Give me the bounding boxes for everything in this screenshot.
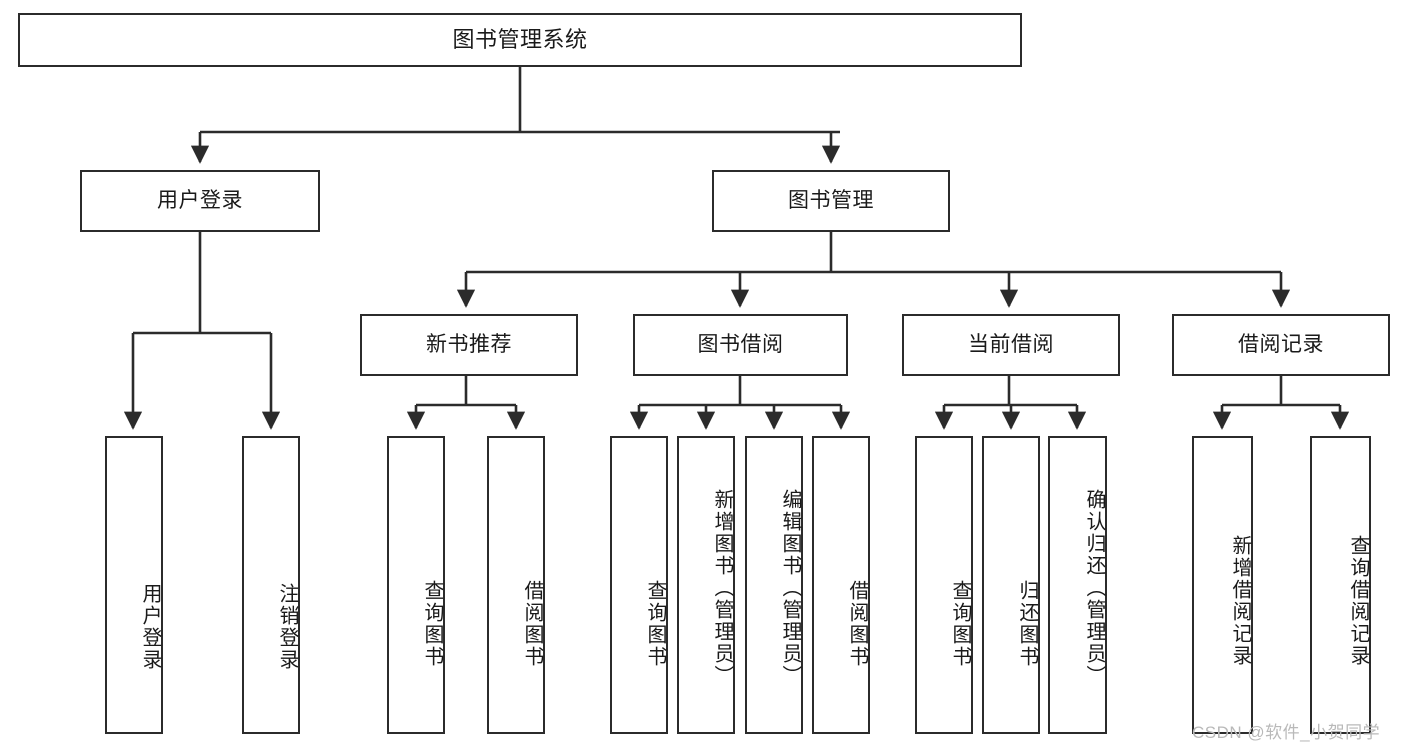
node-label: 借阅图书 [846, 580, 868, 668]
node-label: 新增图书（管理员） [711, 489, 733, 687]
node-label: 图书管理系统 [452, 27, 588, 53]
node-label: 用户登录 [157, 188, 243, 212]
node-leaf-query-books-borrow[interactable]: 查询图书 [610, 436, 668, 734]
node-new-book-recommend[interactable]: 新书推荐 [360, 314, 578, 376]
node-leaf-query-books-current[interactable]: 查询图书 [915, 436, 973, 734]
node-label: 图书管理 [788, 188, 874, 212]
node-label: 查询图书 [644, 580, 666, 668]
node-root-system[interactable]: 图书管理系统 [18, 13, 1022, 67]
node-leaf-return-book[interactable]: 归还图书 [982, 436, 1040, 734]
node-leaf-query-books-recommend[interactable]: 查询图书 [387, 436, 445, 734]
node-leaf-logout[interactable]: 注销登录 [242, 436, 300, 734]
node-label: 编辑图书（管理员） [779, 489, 801, 687]
node-label: 用户登录 [139, 583, 161, 671]
node-book-borrow[interactable]: 图书借阅 [633, 314, 848, 376]
node-leaf-confirm-return-admin[interactable]: 确认归还（管理员） [1048, 436, 1107, 734]
node-label: 查询图书 [949, 580, 971, 668]
csdn-watermark: CSDN @软件_小贺同学 [1192, 723, 1381, 742]
node-leaf-edit-book-admin[interactable]: 编辑图书（管理员） [745, 436, 803, 734]
node-leaf-borrow-book[interactable]: 借阅图书 [812, 436, 870, 734]
node-label: 注销登录 [276, 583, 298, 671]
node-current-borrow[interactable]: 当前借阅 [902, 314, 1120, 376]
node-label: 确认归还（管理员） [1083, 489, 1105, 687]
node-leaf-user-login[interactable]: 用户登录 [105, 436, 163, 734]
node-leaf-borrow-books-recommend[interactable]: 借阅图书 [487, 436, 545, 734]
node-label: 新书推荐 [426, 332, 512, 356]
node-label: 查询图书 [421, 580, 443, 668]
node-label: 查询借阅记录 [1347, 535, 1369, 667]
node-book-management[interactable]: 图书管理 [712, 170, 950, 232]
node-leaf-query-borrow-record[interactable]: 查询借阅记录 [1310, 436, 1371, 734]
node-label: 图书借阅 [697, 332, 784, 356]
node-label: 借阅记录 [1238, 332, 1324, 356]
node-label: 新增借阅记录 [1229, 535, 1251, 667]
node-label: 借阅图书 [521, 580, 543, 668]
node-borrow-record[interactable]: 借阅记录 [1172, 314, 1390, 376]
node-leaf-add-borrow-record[interactable]: 新增借阅记录 [1192, 436, 1253, 734]
node-label: 当前借阅 [968, 332, 1054, 356]
node-label: 归还图书 [1016, 580, 1038, 668]
node-leaf-add-book-admin[interactable]: 新增图书（管理员） [677, 436, 735, 734]
node-user-login[interactable]: 用户登录 [80, 170, 320, 232]
